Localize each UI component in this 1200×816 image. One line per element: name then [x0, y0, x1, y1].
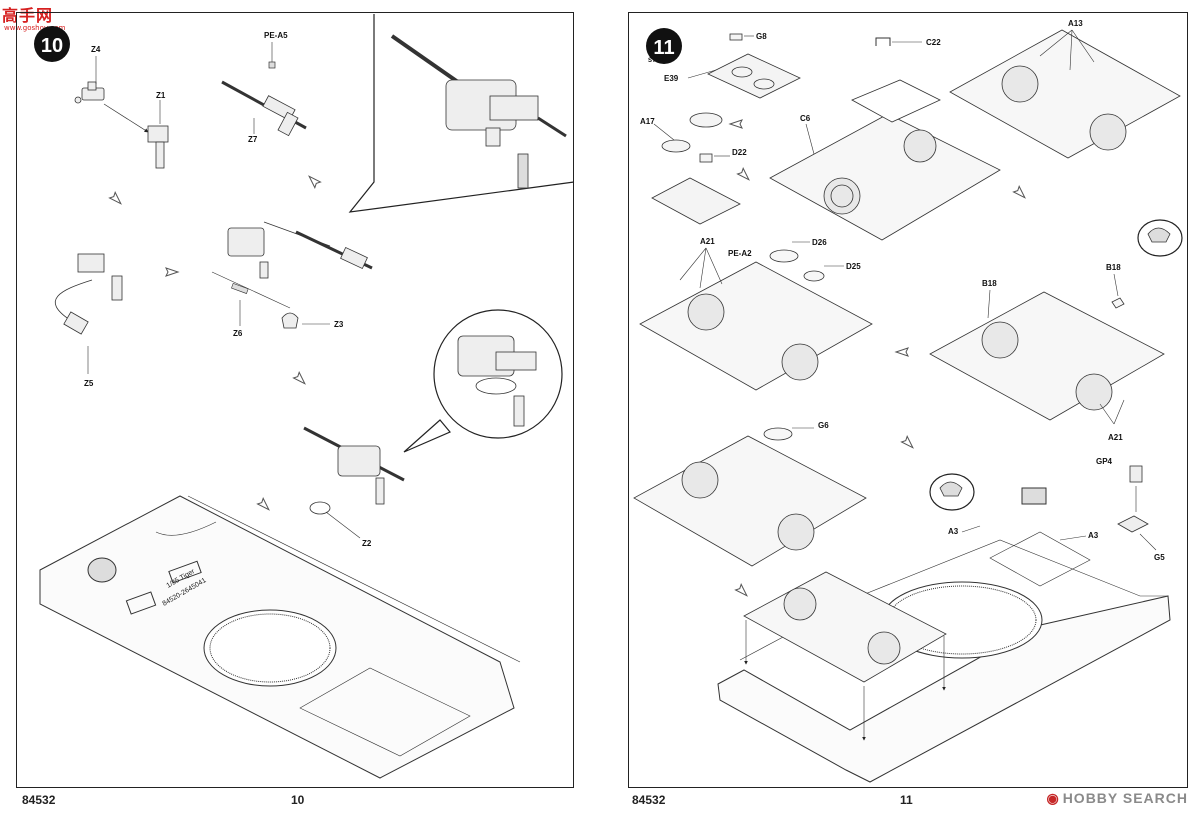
direction-arrow-icon [1012, 185, 1026, 199]
label-pe-a2: PE-A2 [728, 249, 752, 258]
label-c6: C6 [800, 114, 811, 123]
step-10-badge: 10 STEP [34, 26, 70, 62]
label-gp4: GP4 [1096, 457, 1113, 466]
label-a21-top: A21 [700, 237, 715, 246]
label-g5: G5 [1154, 553, 1165, 562]
step-11-number: 11 [653, 37, 674, 59]
engine-deck-a13 [949, 29, 1181, 159]
right-page-frame [628, 12, 1188, 788]
assembly-z2-drawing [303, 426, 405, 515]
direction-arrow-icon [734, 583, 748, 597]
right-page-number: 11 [900, 793, 913, 807]
label-z3: Z3 [334, 320, 344, 329]
label-c22: C22 [926, 38, 941, 47]
hobby-search-watermark: ◉HOBBY SEARCH [1046, 790, 1188, 806]
step-10-number: 10 [41, 35, 63, 57]
direction-arrow-icon [256, 497, 270, 511]
direction-arrow-icon [308, 175, 322, 189]
mg-mount-assembly-inset [390, 34, 567, 189]
label-a17: A17 [640, 117, 655, 126]
label-a3-right: A3 [1088, 531, 1099, 540]
label-d25: D25 [846, 262, 861, 271]
label-a21-bottom: A21 [1108, 433, 1123, 442]
label-pe-a5: PE-A5 [264, 31, 288, 40]
detail-callout-bubble-2 [929, 473, 975, 511]
label-z5: Z5 [84, 379, 94, 388]
part-gp4-g5 [1117, 465, 1149, 533]
mount-assembly-drawing [227, 221, 373, 279]
left-page-number: 10 [291, 793, 305, 807]
label-g6: G6 [818, 421, 829, 430]
part-z7-drawing [221, 80, 307, 137]
label-b18-right: B18 [1106, 263, 1121, 272]
direction-arrow-icon [894, 347, 909, 357]
brand-url[interactable]: www.goshou.com [4, 24, 66, 32]
hatch-plate-e39 [707, 33, 801, 99]
hatch-assembly-a17 [651, 112, 741, 225]
engine-deck-a21 [639, 249, 873, 391]
direction-arrow-icon [736, 167, 750, 181]
left-page-frame [16, 12, 574, 788]
label-e39: E39 [664, 74, 679, 83]
detail-callout-bubble [1137, 219, 1183, 257]
left-footer-code: 84532 [22, 793, 56, 807]
brand-logo[interactable]: 高手网 [2, 6, 54, 25]
label-g8: G8 [756, 32, 767, 41]
label-z1: Z1 [156, 91, 166, 100]
direction-arrow-icon [292, 371, 306, 385]
hull-roof-plate-left [39, 495, 521, 779]
step-11-badge: 11 STEP [646, 28, 682, 64]
label-z6: Z6 [233, 329, 243, 338]
engine-deck-b18 [929, 291, 1165, 421]
direction-arrow-icon [900, 435, 914, 449]
hs-logo-icon: ◉ [1046, 790, 1060, 806]
label-z7: Z7 [248, 135, 258, 144]
label-d26: D26 [812, 238, 827, 247]
label-d22: D22 [732, 148, 747, 157]
part-z4-drawing [74, 81, 105, 104]
engine-deck-c6 [769, 79, 1001, 241]
detail-inset-frame [348, 14, 575, 213]
label-z2: Z2 [362, 539, 372, 548]
label-b18-left: B18 [982, 279, 997, 288]
step-11-word: STEP [648, 58, 664, 64]
engine-deck-assembly [743, 571, 947, 683]
direction-arrow-icon [108, 191, 122, 205]
label-a13: A13 [1068, 19, 1083, 28]
right-footer-code: 84532 [632, 793, 666, 807]
direction-arrow-icon [165, 267, 180, 277]
engine-deck-g6 [633, 427, 867, 567]
direction-arrow-icon [728, 119, 743, 129]
assembly-z5-drawing [55, 253, 123, 335]
label-z4: Z4 [91, 45, 101, 54]
part-z1-drawing [147, 125, 169, 169]
label-a3-left: A3 [948, 527, 959, 536]
step-10-word: STEP [46, 56, 62, 62]
